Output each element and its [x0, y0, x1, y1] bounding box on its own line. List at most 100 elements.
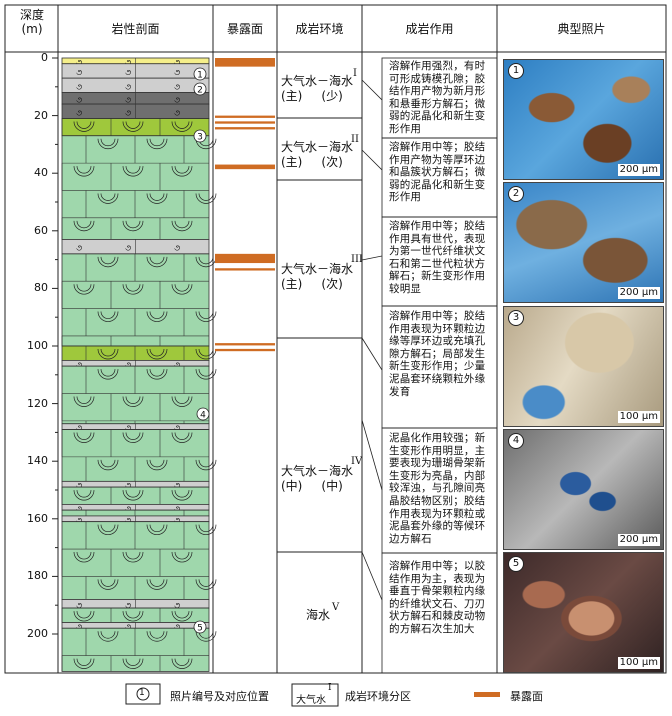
note-leader [361, 337, 383, 371]
environment-label: 大气水－海水 [281, 74, 354, 88]
photo-marker-number: 4 [200, 411, 206, 421]
coral-symbol [97, 524, 119, 536]
legend-env-label: 成岩环境分区 [345, 690, 411, 703]
coral-symbol [122, 490, 144, 501]
photo-marker [193, 129, 207, 143]
environment-label: 大气水－海水 [281, 262, 354, 276]
bed-reef [61, 607, 210, 623]
coral-symbol [146, 579, 168, 590]
shell-symbol: ૭ [125, 68, 131, 78]
environment-roman: III [351, 254, 363, 265]
coral-symbol [146, 256, 168, 268]
shell-symbol: ૭ [174, 516, 180, 526]
shell-symbol: ૭ [125, 360, 131, 370]
header-lithology: 岩性剖面 [111, 22, 160, 36]
coral-symbol [73, 432, 95, 443]
note-leader [361, 419, 383, 491]
shell-symbol: ૭ [76, 481, 82, 491]
coral-symbol [122, 396, 144, 407]
shell-symbol: ૭ [76, 58, 82, 68]
shell-symbol: ૭ [76, 82, 82, 92]
coral-symbol [122, 432, 144, 443]
shell-symbol: ૭ [174, 95, 180, 105]
exposure-surface [215, 348, 275, 352]
shell-symbol: ૭ [125, 504, 131, 514]
environment-II: 大气水－海水 (主) (次) II [281, 134, 361, 170]
scale-bar: 100 μm [617, 657, 660, 669]
bed-reef [61, 135, 210, 240]
shell-symbol: ૭ [174, 68, 180, 78]
coral-symbol [122, 611, 144, 622]
header-exposure: 暴露面 [226, 22, 263, 36]
coral-symbol [73, 552, 95, 563]
shell-symbol: ૭ [174, 82, 180, 92]
note-box [381, 552, 498, 674]
environment-qualifier: (中) (中) [281, 479, 343, 493]
diagenesis-note-1: 溶解作用强烈，有时可形成铸模孔隙；胶结作用产物为新月形和悬垂形方解石；微弱的泥晶… [389, 60, 486, 135]
header-depth: 深度 (m) [19, 8, 44, 36]
coral-symbol [146, 311, 168, 322]
shell-symbol: ૭ [174, 601, 180, 611]
diagenesis-note-6: 溶解作用中等；以胶结作用为主，表现为垂直于骨架颗粒内缘的纤维状文石、刀刃状方解石… [389, 560, 486, 635]
bed-green [61, 118, 210, 137]
shell-symbol: ૭ [125, 95, 131, 105]
bed-green [61, 345, 210, 361]
legend-exposure-label: 暴露面 [510, 690, 543, 703]
shell-symbol: ૭ [76, 601, 82, 611]
environment-roman: II [351, 134, 359, 145]
coral-symbol [171, 432, 193, 443]
coral-symbol [171, 552, 193, 563]
coral-symbol [73, 220, 95, 232]
environment-label: 大气水－海水 [281, 464, 354, 478]
legend-photo-label: 照片编号及对应位置 [170, 690, 269, 703]
photo-number: 1 [508, 63, 524, 79]
coral-symbol [195, 369, 217, 380]
shell-symbol: ૭ [125, 481, 131, 491]
environment-roman: I [353, 68, 357, 79]
coral-symbol [195, 524, 217, 536]
coral-symbol [97, 348, 119, 360]
thin-section-photo-5: 5 100 μm [503, 552, 664, 673]
shell-symbol: ૭ [76, 504, 82, 514]
depth-label: 80 [34, 281, 48, 295]
coral-symbol [146, 138, 168, 150]
bed-reef [61, 627, 210, 672]
photo-number: 2 [508, 186, 524, 202]
depth-label: 20 [34, 108, 48, 122]
shell-symbol: ૭ [76, 622, 82, 632]
environment-qualifier: (主) (次) [281, 155, 343, 169]
coral-symbol [122, 166, 144, 177]
thin-section-photo-1: 1 200 μm [503, 59, 664, 180]
exposure-surface [215, 121, 275, 124]
photo-number: 4 [508, 433, 524, 449]
scale-bar: 200 μm [617, 534, 660, 546]
photo-number: 3 [508, 310, 524, 326]
environment-I: 大气水－海水 (主) (少) I [281, 68, 361, 104]
bed-reef [61, 486, 210, 505]
note-leader [361, 255, 383, 261]
shell-symbol: ૭ [125, 244, 131, 254]
coral-symbol [195, 348, 217, 360]
photo-marker-number: 2 [197, 86, 203, 96]
thin-section-photo-2: 2 200 μm [503, 182, 664, 303]
shell-symbol: ૭ [125, 82, 131, 92]
shell-symbol: ૭ [174, 108, 180, 118]
depth-label: 40 [34, 166, 48, 180]
bed-reef [61, 253, 210, 347]
environment-label: 大气水－海水 [281, 140, 354, 154]
shell-symbol: ૭ [76, 360, 82, 370]
coral-symbol [122, 284, 144, 295]
note-leader-lines [361, 57, 498, 674]
coral-symbol [195, 311, 217, 322]
photo-number: 5 [508, 556, 524, 572]
coral-symbol [97, 193, 119, 204]
header-photos: 典型照片 [557, 22, 606, 36]
legend-env-roman: I [328, 683, 332, 693]
coral-symbol [171, 166, 193, 177]
environment-qualifier: (主) (少) [281, 89, 343, 103]
photo-marker-number: 5 [197, 624, 203, 634]
exposure-surfaces [215, 58, 275, 352]
